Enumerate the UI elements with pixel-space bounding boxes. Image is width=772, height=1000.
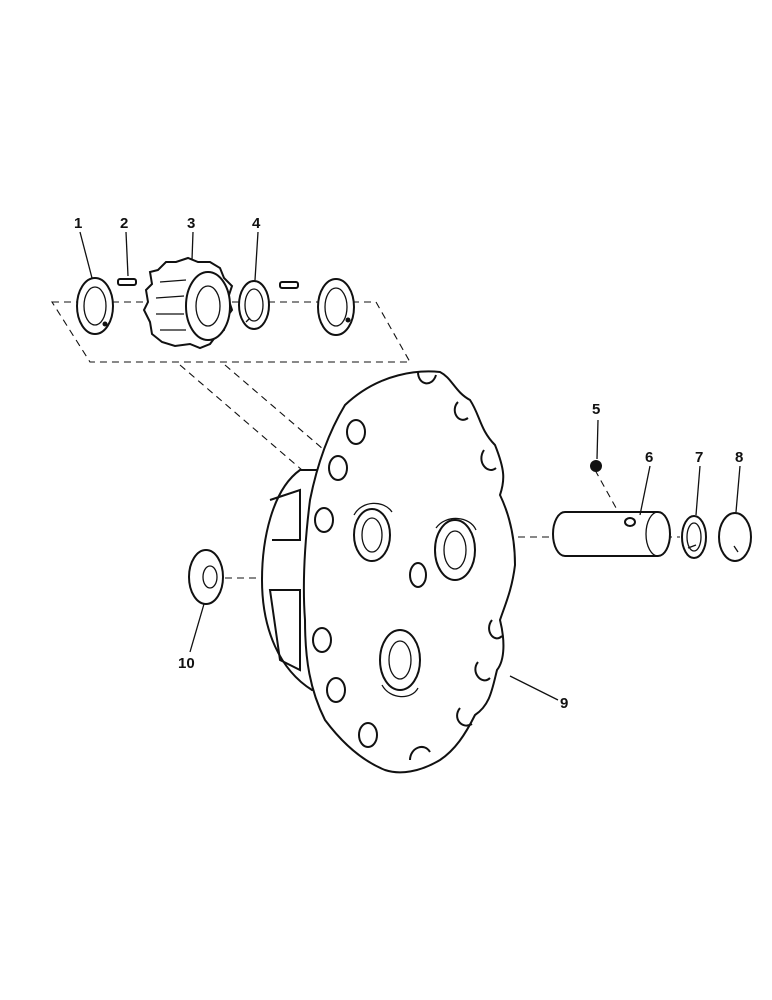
- callout-9: 9: [560, 695, 568, 712]
- callout-labels: 1 2 3 4 5 6 7 8 9 10: [74, 215, 743, 712]
- part-10-washer: [188, 549, 224, 605]
- part-3-spur-gear: [142, 256, 234, 350]
- callout-4: 4: [252, 215, 261, 232]
- part-7-retaining-ring: [681, 515, 707, 559]
- callout-2: 2: [120, 215, 128, 232]
- leader-lines: [79, 231, 741, 701]
- callout-6: 6: [645, 449, 653, 466]
- callout-3: 3: [187, 215, 195, 232]
- part-1-thrust-washer: [76, 277, 114, 335]
- part-2-dowel-pin: [117, 278, 137, 286]
- callout-5: 5: [592, 401, 600, 418]
- callout-10: 10: [178, 655, 195, 672]
- callout-7: 7: [695, 449, 703, 466]
- part-9-housing: [260, 370, 517, 774]
- part-8-cap: [718, 512, 752, 562]
- callout-1: 1: [74, 215, 82, 232]
- callout-8: 8: [735, 449, 743, 466]
- dowel-pin-second: [279, 281, 299, 289]
- thrust-washer-second: [317, 278, 355, 336]
- part-6-shaft: [552, 511, 671, 557]
- part-5-plug: [590, 460, 602, 472]
- part-4-snap-ring: [238, 280, 270, 330]
